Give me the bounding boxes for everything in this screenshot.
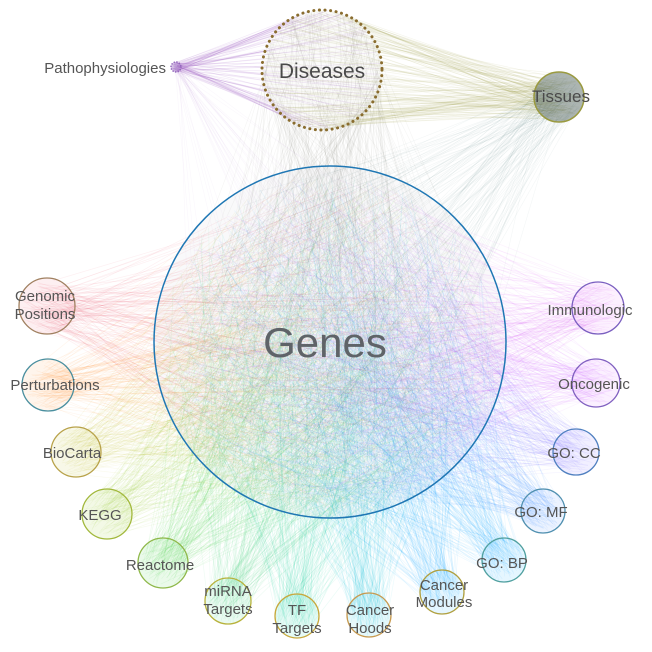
node-go_mf[interactable] xyxy=(520,488,566,534)
node-cancer_modules[interactable] xyxy=(419,569,465,615)
edge-fan-diseases-pathophysiologies xyxy=(171,10,381,129)
edge-fan-go_mf-genes xyxy=(165,183,564,532)
node-genes[interactable] xyxy=(153,165,507,519)
node-label-tissues: Tissues xyxy=(532,87,590,106)
node-biocarta[interactable] xyxy=(50,426,102,478)
node-cancer_hoods[interactable] xyxy=(346,592,392,638)
edge-fan-diseases-tissues xyxy=(262,10,582,131)
edge-fan-go_bp-genes xyxy=(166,181,525,580)
node-oncogenic[interactable] xyxy=(571,358,621,408)
node-label-genes: Genes xyxy=(263,319,387,366)
edge-fan-reactome-genes xyxy=(139,182,494,586)
edge-fan-cancer_modules-genes xyxy=(172,178,493,611)
edge-fan-go_cc-genes xyxy=(164,181,597,501)
edge-fan-kegg-genes xyxy=(84,180,473,538)
node-immunologic[interactable] xyxy=(571,281,625,335)
node-label-kegg: KEGG xyxy=(78,507,121,524)
node-label-diseases: Diseases xyxy=(279,60,365,83)
node-label-immunologic: Immunologic xyxy=(547,302,633,319)
node-tf_targets[interactable] xyxy=(274,593,320,639)
node-go_bp[interactable] xyxy=(481,537,527,583)
node-tissues[interactable] xyxy=(533,71,585,123)
node-genomic_positions[interactable] xyxy=(18,277,76,335)
node-reactome[interactable] xyxy=(137,537,189,589)
node-label-oncogenic: Oncogenic xyxy=(558,376,630,393)
edge-fan-pathophysiologies-genes xyxy=(172,62,472,497)
node-kegg[interactable] xyxy=(81,488,133,540)
edge-fan-tissues-genes xyxy=(172,74,580,496)
node-mirna_targets[interactable] xyxy=(204,577,252,625)
edge-fan-oncogenic-genes xyxy=(163,182,618,507)
node-label-go_mf: GO: MF xyxy=(514,504,567,521)
node-label-perturbations: Perturbations xyxy=(10,377,99,394)
node-pathophysiologies[interactable] xyxy=(170,61,182,73)
node-label-biocarta: BioCarta xyxy=(43,445,102,462)
node-label-go_cc: GO: CC xyxy=(547,445,601,462)
edge-layer xyxy=(21,10,622,636)
edge-fan-tf_targets-genes xyxy=(164,178,487,636)
edge-fan-cancer_hoods-genes xyxy=(165,177,478,636)
node-label-pathophysiologies: Pathophysiologies xyxy=(44,60,166,77)
node-perturbations[interactable] xyxy=(21,358,75,412)
node-diseases[interactable] xyxy=(260,8,384,132)
node-go_cc[interactable] xyxy=(552,428,600,476)
edge-fan-biocarta-genes xyxy=(52,177,492,505)
edge-fan-genomic_positions-genes xyxy=(21,186,469,510)
edge-fan-immunologic-genes xyxy=(165,178,622,501)
node-label-reactome: Reactome xyxy=(126,557,194,574)
edge-fan-mirna_targets-genes xyxy=(164,177,483,623)
edge-fan-diseases-genes xyxy=(167,10,497,502)
node-label-go_bp: GO: BP xyxy=(476,555,528,572)
